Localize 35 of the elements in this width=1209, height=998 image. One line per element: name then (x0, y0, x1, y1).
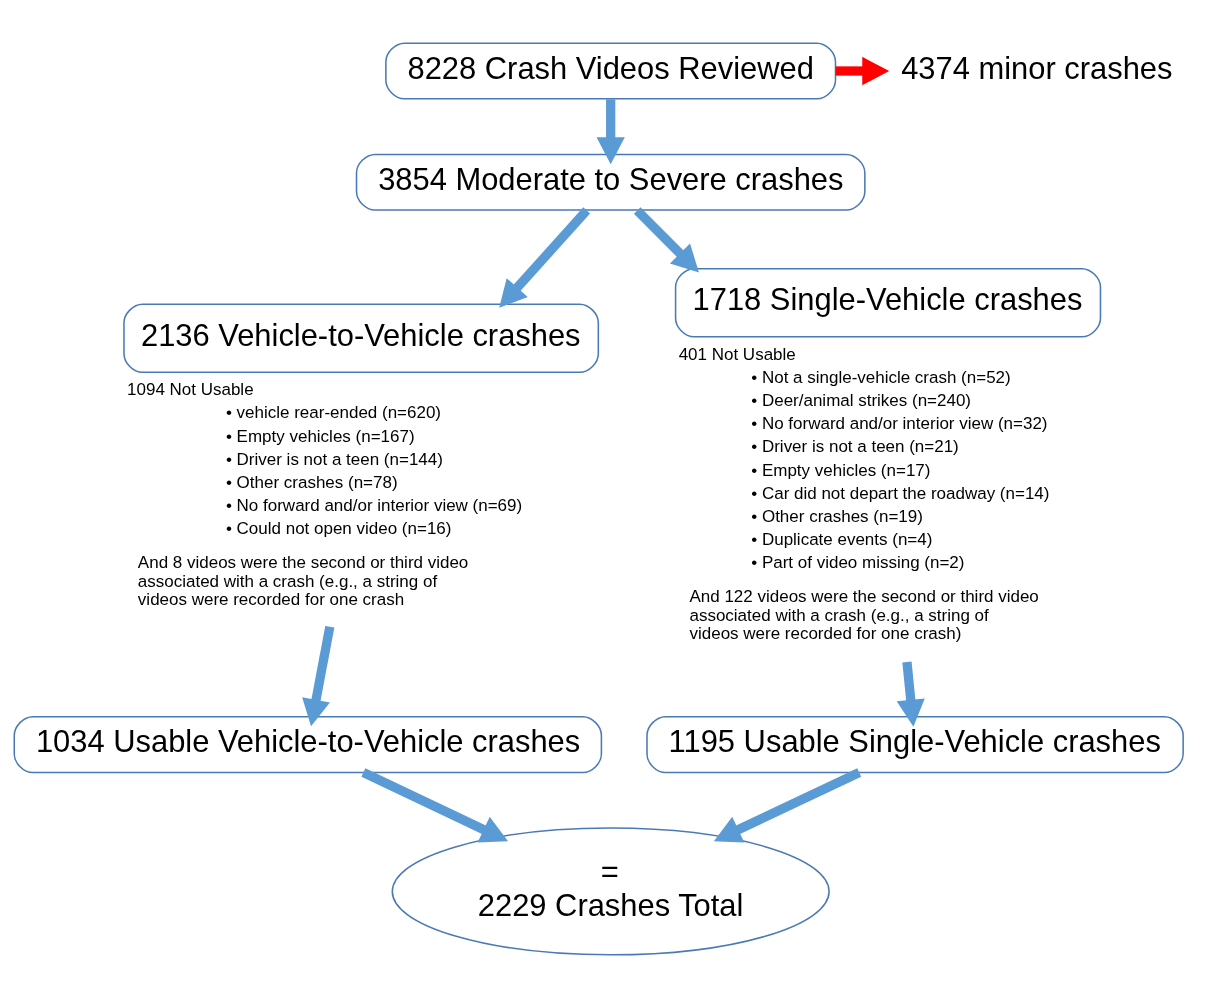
node-label: • No forward and/or interior view (n=32) (751, 414, 1048, 434)
arrow (713, 768, 862, 843)
node-label: • vehicle rear-ended (n=620) (225, 403, 442, 423)
node-box: 3854 Moderate to Severe crashes (355, 153, 866, 211)
node-label: 401 Not Usable (678, 344, 796, 364)
arrow (633, 207, 699, 273)
node-box: 1718 Single-Vehicle crashes (674, 268, 1102, 338)
node-ellipse: = 2229 Crashes Total (391, 827, 830, 956)
node-label: 1094 Not Usable (127, 380, 254, 400)
node-label: • No forward and/or interior view (n=69) (225, 496, 523, 516)
arrow (302, 625, 335, 727)
node-box: 1034 Usable Vehicle-to-Vehicle crashes (13, 716, 603, 774)
node-label: • Could not open video (n=16) (225, 519, 452, 539)
arrow (361, 768, 509, 843)
arrow (835, 56, 890, 86)
node-label: • Other crashes (n=19) (751, 506, 923, 526)
node-label: • Car did not depart the roadway (n=14) (751, 483, 1050, 503)
node-label: • Part of video missing (n=2) (751, 553, 965, 573)
node-label: And 122 videos were the second or third video associated with a crash (e.g., a string of videos were recorded for one crash) (689, 587, 1039, 644)
node-label: And 8 videos were the second or third video associated with a crash (e.g., a string of videos were recorded for one crash (137, 553, 469, 610)
node-box: 2136 Vehicle-to-Vehicle crashes (123, 303, 600, 374)
node-label: • Duplicate events (n=4) (751, 530, 933, 550)
arrow (499, 207, 591, 308)
arrow (896, 661, 925, 727)
node-text: 4374 minor crashes (901, 50, 1173, 86)
node-label: • Not a single-vehicle crash (n=52) (751, 367, 1011, 387)
node-label: • Empty vehicles (n=17) (751, 460, 931, 480)
node-label: • Driver is not a teen (n=144) (225, 449, 443, 469)
node-box: 8228 Crash Videos Reviewed (385, 42, 837, 100)
node-box: 1195 Usable Single-Vehicle crashes (646, 716, 1184, 774)
node-label: • Empty vehicles (n=167) (225, 426, 415, 446)
arrow (596, 99, 625, 165)
node-label: • Other crashes (n=78) (225, 472, 398, 492)
node-label: • Deer/animal strikes (n=240) (751, 390, 972, 410)
node-label: • Driver is not a teen (n=21) (751, 437, 959, 457)
